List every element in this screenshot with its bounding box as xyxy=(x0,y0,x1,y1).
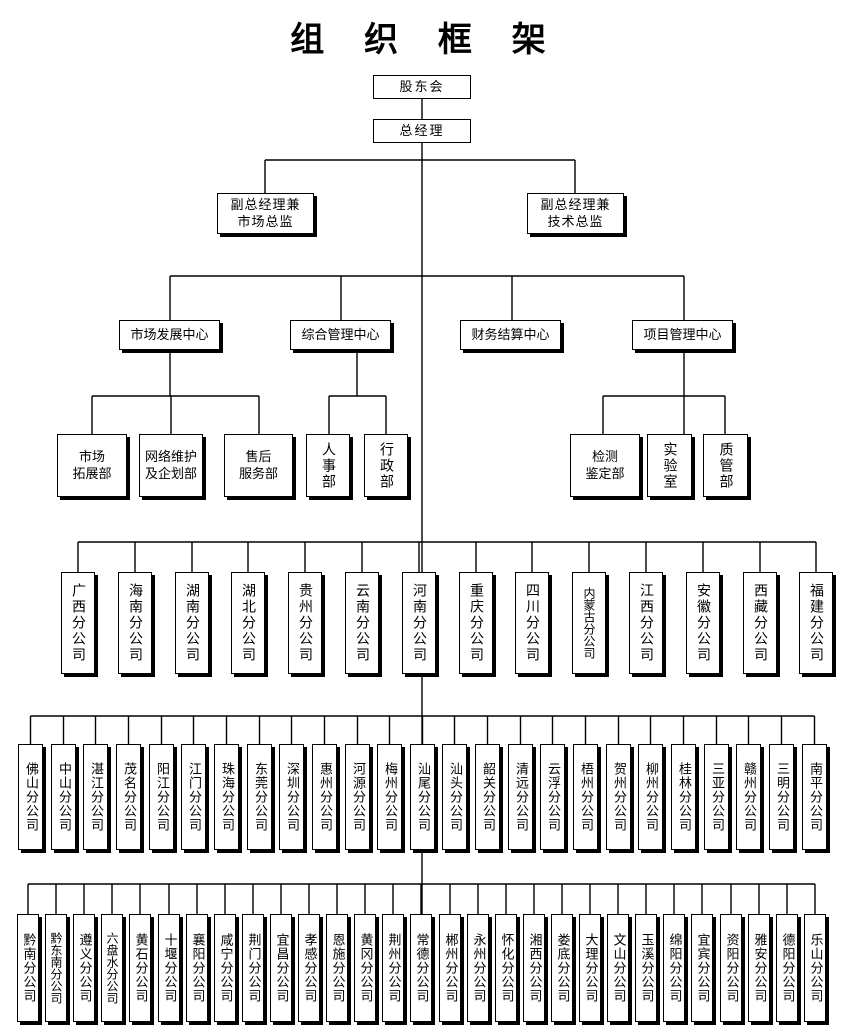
branch-box-row2: 文山分公司 xyxy=(607,914,629,1022)
branch-box-row2: 十堰分公司 xyxy=(158,914,180,1022)
branch-box-row2: 郴州分公司 xyxy=(439,914,461,1022)
branch-box-row1: 河源分公司 xyxy=(345,744,370,850)
node-market-expand-dept: 市场 拓展部 xyxy=(57,434,127,497)
branch-box-row2: 永州分公司 xyxy=(467,914,489,1022)
province-branch-box: 河南分公司 xyxy=(402,572,436,674)
node-quality-dept: 质管部 xyxy=(703,434,748,497)
branch-box-row1: 韶关分公司 xyxy=(475,744,500,850)
branch-box-row1: 柳州分公司 xyxy=(638,744,663,850)
province-branch-box: 福建分公司 xyxy=(799,572,833,674)
province-branch-box: 湖南分公司 xyxy=(175,572,209,674)
branch-box-row1: 中山分公司 xyxy=(51,744,76,850)
branch-box-row2: 湘西分公司 xyxy=(523,914,545,1022)
branch-box-row2: 黄冈分公司 xyxy=(354,914,376,1022)
branch-box-row2: 恩施分公司 xyxy=(326,914,348,1022)
branch-box-row1: 惠州分公司 xyxy=(312,744,337,850)
branch-box-row1: 湛江分公司 xyxy=(83,744,108,850)
node-after-sales-dept: 售后 服务部 xyxy=(224,434,293,497)
branch-box-row1: 珠海分公司 xyxy=(214,744,239,850)
province-branch-box: 江西分公司 xyxy=(629,572,663,674)
province-branch-box: 内蒙古分公司 xyxy=(572,572,606,674)
branch-box-row2: 宜宾分公司 xyxy=(691,914,713,1022)
branch-box-row2: 孝感分公司 xyxy=(298,914,320,1022)
node-inspection-dept: 检测 鉴定部 xyxy=(570,434,640,497)
branch-box-row2: 怀化分公司 xyxy=(495,914,517,1022)
branch-box-row2: 六盘水分公司 xyxy=(101,914,123,1022)
branch-box-row1: 梅州分公司 xyxy=(377,744,402,850)
province-branch-box: 湖北分公司 xyxy=(231,572,265,674)
branch-box-row1: 清远分公司 xyxy=(508,744,533,850)
branch-box-row1: 汕头分公司 xyxy=(442,744,467,850)
branch-box-row2: 大理分公司 xyxy=(579,914,601,1022)
branch-box-row1: 茂名分公司 xyxy=(116,744,141,850)
node-vp-market: 副总经理兼 市场总监 xyxy=(217,193,314,234)
node-finance-center: 财务结算中心 xyxy=(460,320,561,350)
province-branch-box: 西藏分公司 xyxy=(743,572,777,674)
node-admin-dept: 行政部 xyxy=(364,434,408,497)
branch-box-row1: 佛山分公司 xyxy=(18,744,43,850)
branch-box-row1: 赣州分公司 xyxy=(736,744,761,850)
node-lab-dept: 实验室 xyxy=(647,434,692,497)
province-branch-box: 云南分公司 xyxy=(345,572,379,674)
province-branch-box: 贵州分公司 xyxy=(288,572,322,674)
branch-box-row1: 南平分公司 xyxy=(802,744,827,850)
branch-box-row1: 汕尾分公司 xyxy=(410,744,435,850)
branch-box-row2: 黔南分公司 xyxy=(17,914,39,1022)
province-branch-box: 安徽分公司 xyxy=(686,572,720,674)
branch-box-row2: 资阳分公司 xyxy=(720,914,742,1022)
branch-box-row2: 黔东南分公司 xyxy=(45,914,67,1022)
node-hr-dept: 人事部 xyxy=(306,434,350,497)
province-branch-box: 四川分公司 xyxy=(515,572,549,674)
branch-box-row2: 雅安分公司 xyxy=(748,914,770,1022)
branch-box-row2: 荆州分公司 xyxy=(382,914,404,1022)
node-vp-tech: 副总经理兼 技术总监 xyxy=(527,193,624,234)
node-admin-center: 综合管理中心 xyxy=(290,320,391,350)
branch-box-row2: 荆门分公司 xyxy=(242,914,264,1022)
node-shareholders: 股东会 xyxy=(373,75,471,99)
branch-box-row2: 乐山分公司 xyxy=(804,914,826,1022)
page-title: 组 织 框 架 xyxy=(290,20,560,60)
branch-box-row2: 绵阳分公司 xyxy=(663,914,685,1022)
node-network-dept: 网络维护 及企划部 xyxy=(139,434,203,497)
branch-box-row1: 梧州分公司 xyxy=(573,744,598,850)
branch-box-row1: 贺州分公司 xyxy=(606,744,631,850)
branch-box-row1: 深圳分公司 xyxy=(279,744,304,850)
branch-box-row1: 江门分公司 xyxy=(181,744,206,850)
branch-box-row2: 宜昌分公司 xyxy=(270,914,292,1022)
branch-box-row2: 娄底分公司 xyxy=(551,914,573,1022)
branch-box-row1: 云浮分公司 xyxy=(540,744,565,850)
province-branch-box: 海南分公司 xyxy=(118,572,152,674)
node-project-center: 项目管理中心 xyxy=(632,320,733,350)
branch-box-row2: 咸宁分公司 xyxy=(214,914,236,1022)
branch-box-row1: 三明分公司 xyxy=(769,744,794,850)
branch-box-row1: 东莞分公司 xyxy=(247,744,272,850)
branch-box-row2: 襄阳分公司 xyxy=(186,914,208,1022)
province-branch-box: 广西分公司 xyxy=(61,572,95,674)
branch-box-row2: 玉溪分公司 xyxy=(635,914,657,1022)
node-market-center: 市场发展中心 xyxy=(119,320,220,350)
province-branch-box: 重庆分公司 xyxy=(459,572,493,674)
branch-box-row2: 常德分公司 xyxy=(410,914,432,1022)
branch-box-row1: 桂林分公司 xyxy=(671,744,696,850)
branch-box-row2: 德阳分公司 xyxy=(776,914,798,1022)
node-general-manager: 总经理 xyxy=(373,119,471,143)
branch-box-row1: 阳江分公司 xyxy=(149,744,174,850)
branch-box-row1: 三亚分公司 xyxy=(704,744,729,850)
branch-box-row2: 黄石分公司 xyxy=(129,914,151,1022)
branch-box-row2: 遵义分公司 xyxy=(73,914,95,1022)
